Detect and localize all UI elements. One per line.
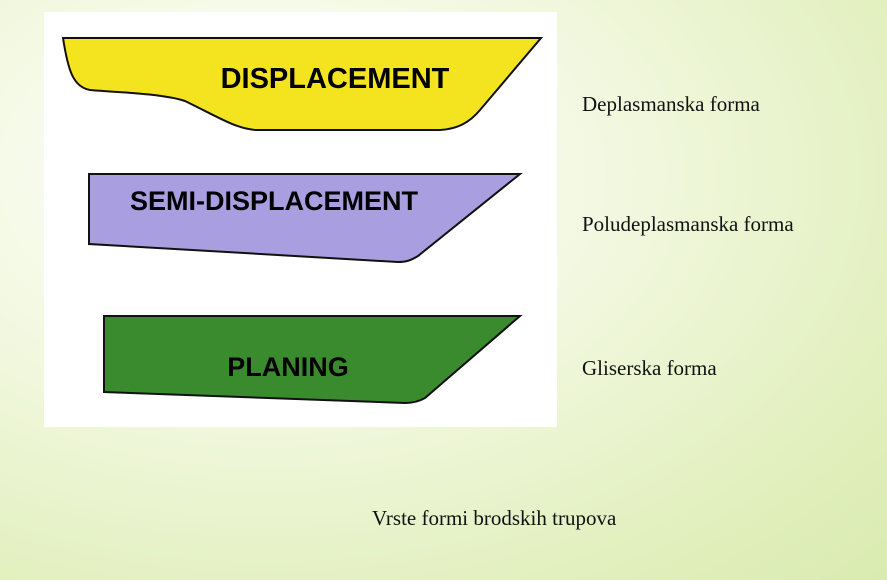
figure-title: Vrste formi brodskih trupova <box>372 506 617 530</box>
planing-hull-shape <box>103 315 523 405</box>
displacement-caption: Deplasmanska forma <box>582 92 760 116</box>
planing-label: PLANING <box>227 352 349 382</box>
semi-displacement-hull-shape <box>88 173 523 264</box>
displacement-hull-shape <box>61 37 544 131</box>
planing-caption: Gliserska forma <box>582 356 717 380</box>
semi-displacement-caption: Poludeplasmanska forma <box>582 212 794 236</box>
semi-displacement-label: SEMI-DISPLACEMENT <box>130 186 419 216</box>
displacement-label: DISPLACEMENT <box>221 63 450 95</box>
